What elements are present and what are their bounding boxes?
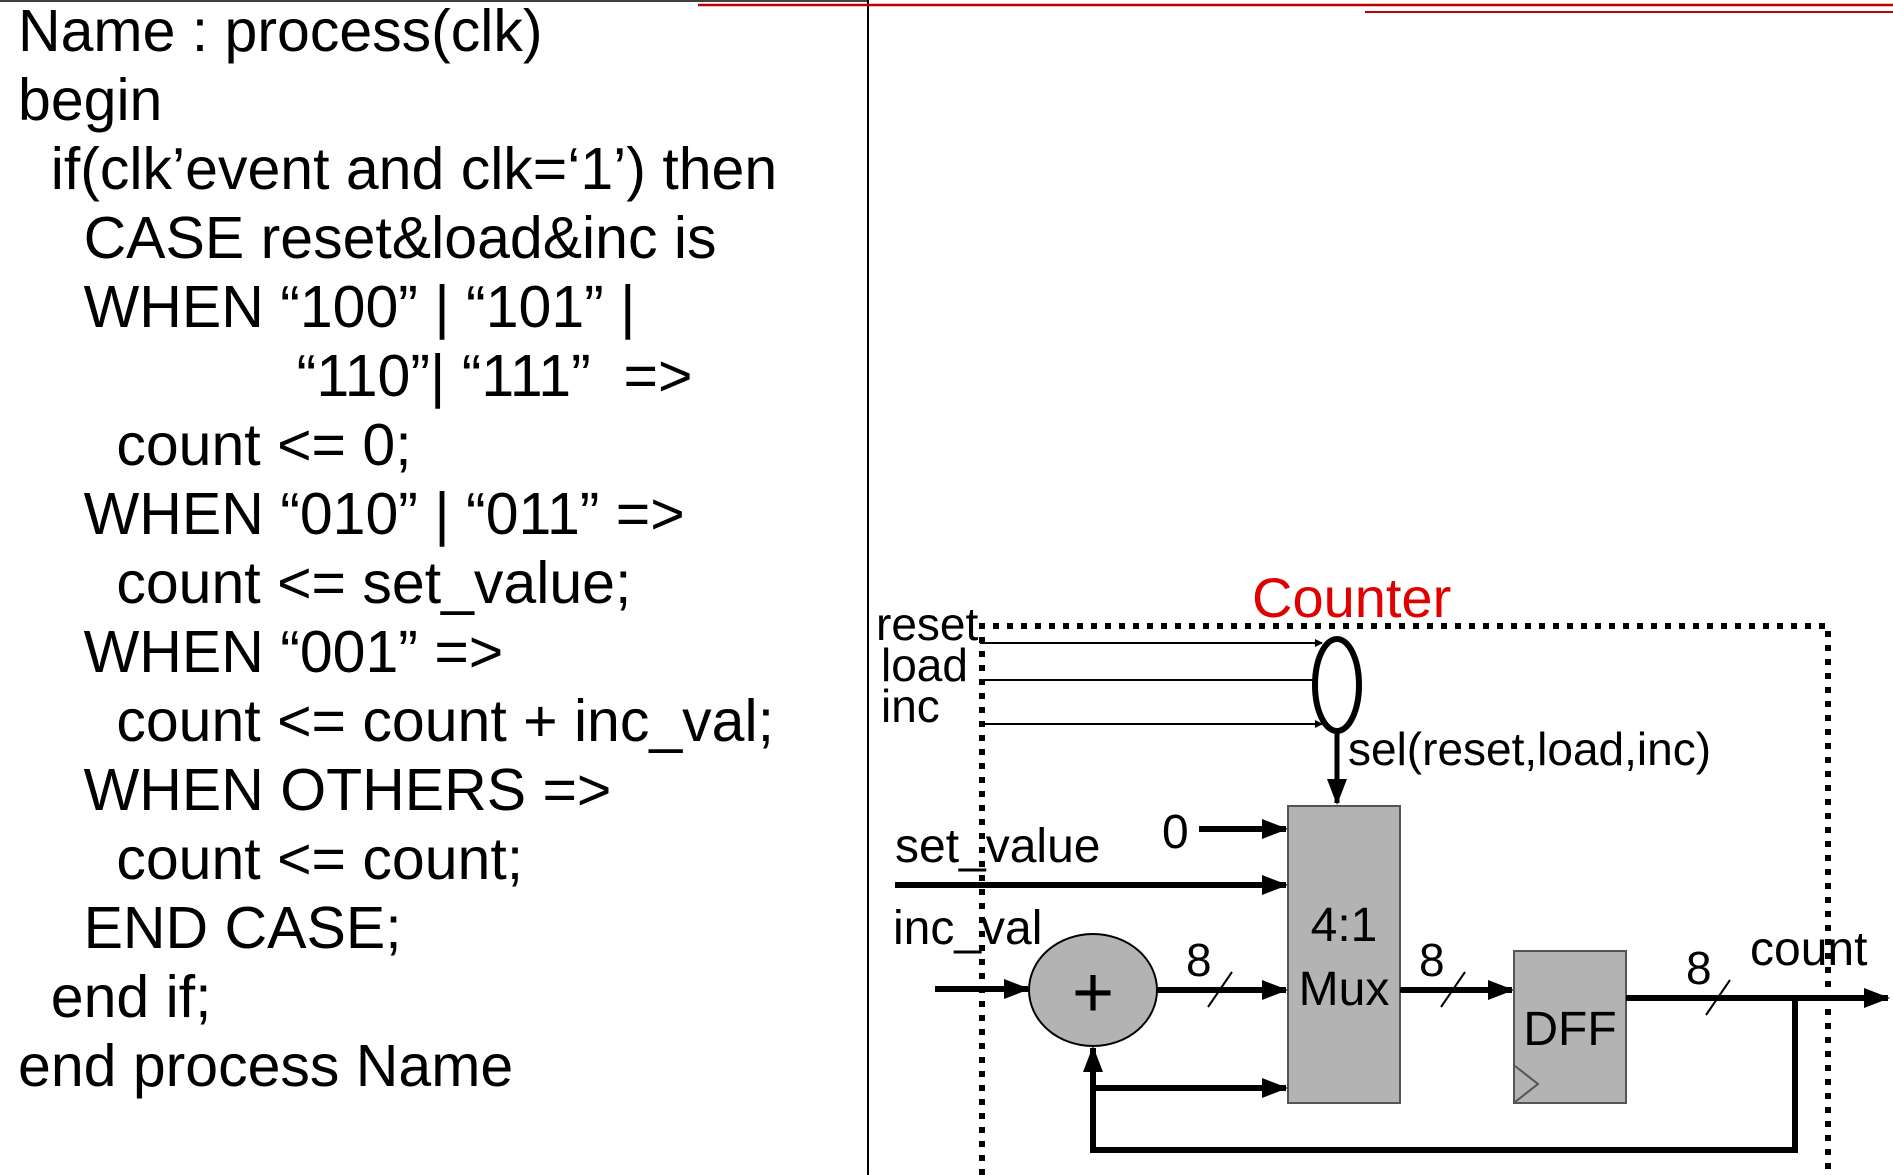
counter-title: Counter [1252,566,1451,629]
code-line: count <= count + inc_val; [18,688,774,754]
inc-label: inc [881,680,940,732]
dff-block [1513,950,1627,1104]
load-label: load [881,639,968,691]
inc-val-label: inc_val [893,902,1042,955]
feedback-loop [1083,998,1798,1153]
bus-width-slash [1705,979,1731,1016]
bus-width-slash [1440,971,1466,1008]
mux-label-bottom: Mux [1299,963,1390,1016]
bus-width-label: 8 [1186,934,1212,986]
reset-label: reset [876,598,978,650]
mux-block [1287,805,1401,1104]
code-line: WHEN “010” | “011” => [18,481,685,547]
clock-triangle-icon [1514,1065,1540,1103]
code-line: count <= set_value; [18,550,632,616]
code-line: count <= count; [18,826,524,892]
code-line: begin [18,67,163,133]
dff-label: DFF [1523,1003,1616,1056]
bus-width-slash [1207,971,1233,1008]
code-line: end if; [18,964,212,1030]
code-line: count <= 0; [18,412,412,478]
mux-label-top: 4:1 [1311,899,1378,952]
code-line: if(clk’event and clk=‘1’) then [18,136,778,202]
counter-boundary [979,623,1831,1175]
constant-zero-label: 0 [1162,806,1189,859]
code-line: “110”| “111” => [18,343,693,409]
code-line: CASE reset&load&inc is [18,205,717,271]
code-line: Name : process(clk) [18,0,543,64]
code-line: WHEN “100” | “101” | [18,274,636,340]
bus-width-label: 8 [1419,934,1445,986]
count-output-label: count [1750,923,1867,976]
bus-width-label: 8 [1686,942,1712,994]
select-oval [1312,636,1362,734]
code-line: WHEN “001” => [18,619,504,685]
select-label: sel(reset,load,inc) [1348,723,1711,775]
code-line: end process Name [18,1033,514,1099]
code-line: END CASE; [18,895,402,961]
adder-symbol: + [1072,953,1114,1033]
code-line: WHEN OTHERS => [18,757,612,823]
set-value-label: set_value [895,820,1100,873]
